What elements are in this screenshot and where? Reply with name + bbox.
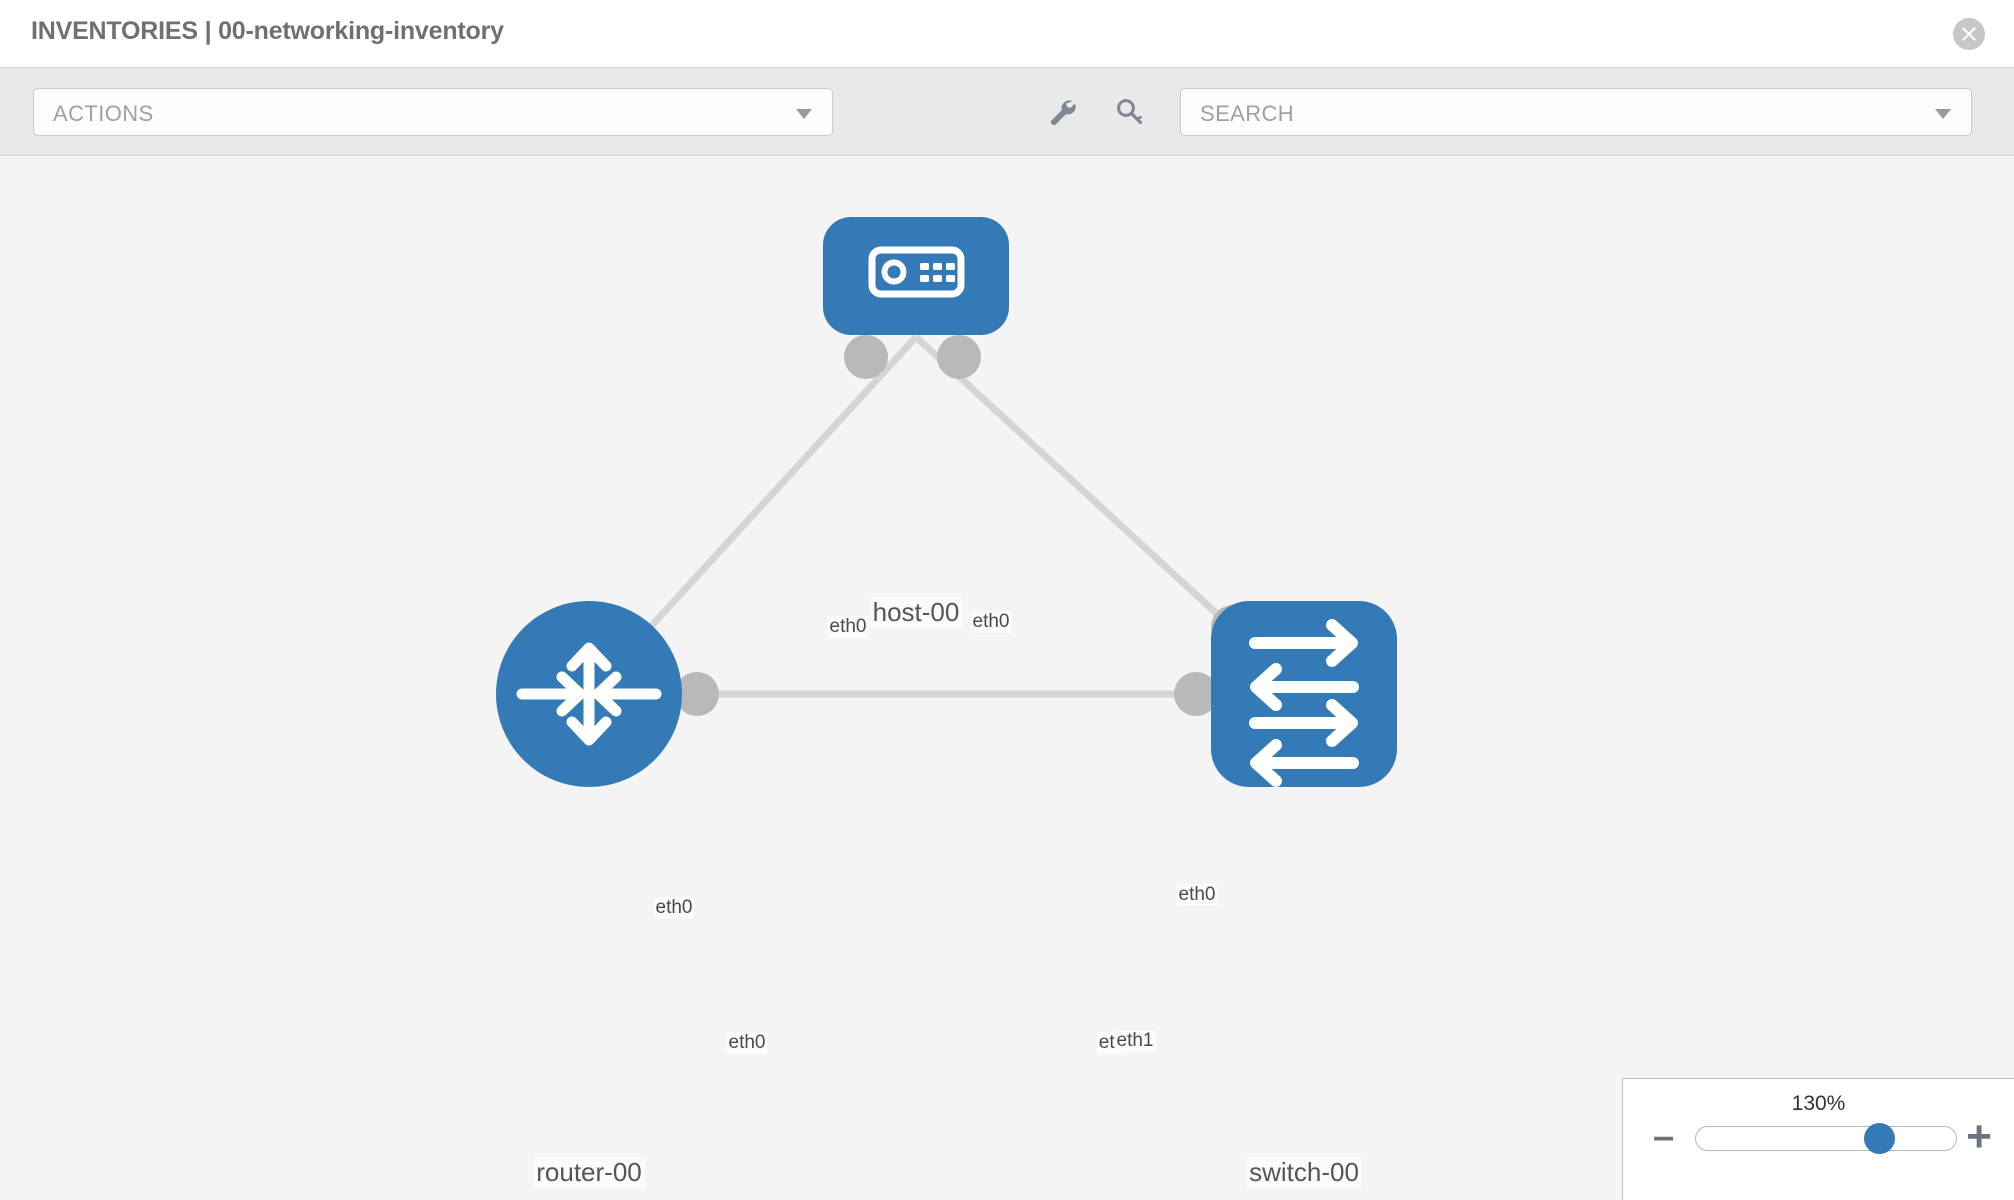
page-header: INVENTORIES | 00-networking-inventory <box>0 0 2014 68</box>
actions-dropdown-label: ACTIONS <box>53 101 154 126</box>
interface-label: eth0 <box>970 611 1012 633</box>
node-label-switch: switch-00 <box>1246 1157 1362 1188</box>
topology-canvas[interactable]: eth0 eth0 eth0 eth0 eth0 eth eth1 host-0… <box>0 157 2014 1200</box>
interface-label: eth0 <box>726 1032 768 1054</box>
toolbar: ACTIONS SEARCH <box>0 68 2014 156</box>
topology-graph <box>496 217 1397 787</box>
connector-nub <box>937 335 981 379</box>
zoom-control-panel: 130% – + <box>1622 1078 2014 1200</box>
interface-label: eth0 <box>653 897 695 919</box>
zoom-slider[interactable] <box>1695 1123 1957 1154</box>
interface-label: eth1 <box>1114 1030 1156 1052</box>
search-placeholder: SEARCH <box>1200 101 1295 126</box>
key-icon[interactable] <box>1111 94 1147 130</box>
node-router-00[interactable] <box>496 601 682 787</box>
connector-nub <box>1174 672 1218 716</box>
node-switch-00[interactable] <box>1211 601 1397 787</box>
interface-label: eth0 <box>1176 884 1218 906</box>
zoom-level-value: 130% <box>1791 1092 1846 1115</box>
minus-icon[interactable]: – <box>1653 1116 1675 1158</box>
node-label-router: router-00 <box>533 1157 645 1188</box>
connector-nub <box>844 335 888 379</box>
plus-icon[interactable]: + <box>1966 1112 1992 1161</box>
wrench-icon[interactable] <box>1044 94 1080 130</box>
zoom-slider-thumb[interactable] <box>1864 1123 1895 1154</box>
chevron-down-icon <box>796 109 812 119</box>
page-title: INVENTORIES | 00-networking-inventory <box>31 17 504 45</box>
node-label-host: host-00 <box>869 597 963 628</box>
actions-dropdown[interactable]: ACTIONS <box>33 88 833 136</box>
search-input[interactable]: SEARCH <box>1180 88 1972 136</box>
chevron-down-icon[interactable] <box>1935 109 1951 119</box>
node-host-00[interactable] <box>823 217 1009 335</box>
connector-nub <box>675 672 719 716</box>
interface-label: eth0 <box>827 616 869 638</box>
close-icon[interactable] <box>1953 18 1985 50</box>
